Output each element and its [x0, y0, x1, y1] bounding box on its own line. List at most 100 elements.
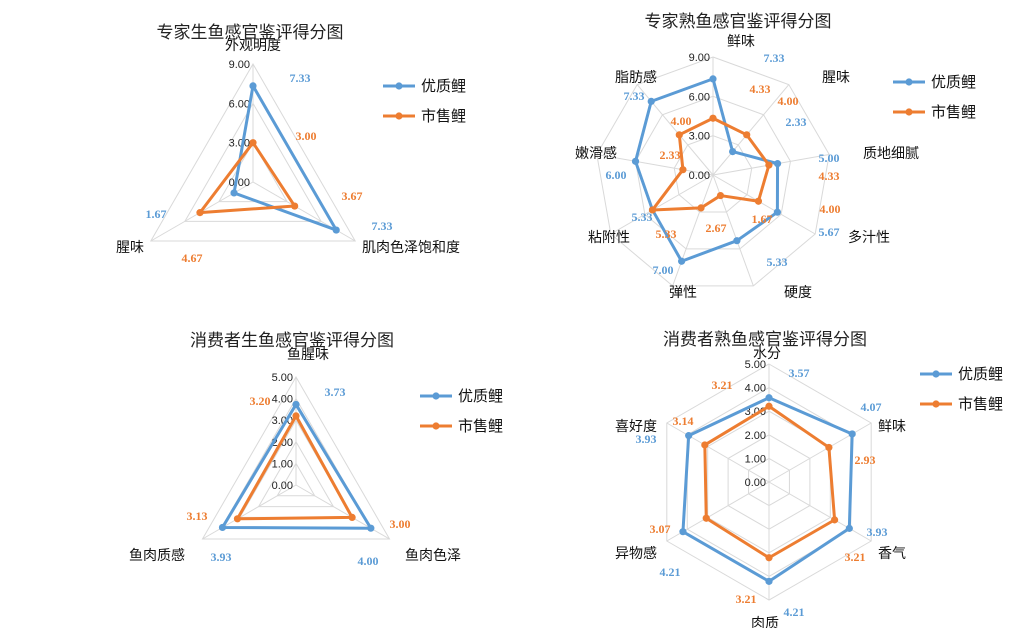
tick-label: 0.00: [229, 177, 250, 189]
axis-label: 鲜味: [727, 34, 755, 50]
data-point: [233, 515, 242, 523]
data-label: 3.73: [325, 385, 346, 399]
data-label: 2.93: [855, 453, 876, 467]
chart-title: 消费者生鱼感官鉴评得分图: [190, 331, 394, 350]
tick-label: 3.00: [229, 138, 250, 150]
data-point: [709, 114, 717, 122]
data-point: [743, 131, 751, 139]
data-label: 4.00: [778, 94, 799, 108]
data-point: [701, 441, 709, 449]
data-point: [196, 209, 204, 217]
data-label: 4.00: [671, 114, 692, 128]
data-label: 4.67: [182, 251, 203, 265]
data-label: 1.67: [752, 212, 773, 226]
data-label: 6.00: [606, 168, 627, 182]
radar-chart-1: 0.003.006.009.00外观明度肌肉色泽饱和度腥味7.337.331.6…: [116, 23, 466, 265]
data-point: [249, 139, 257, 147]
axis-spoke: [202, 484, 297, 540]
legend-label: 优质鲤: [931, 74, 976, 91]
axis-label: 脂肪感: [615, 69, 657, 86]
data-label: 5.00: [819, 151, 840, 165]
data-point: [825, 443, 833, 452]
data-point: [773, 160, 782, 168]
chart-title: 专家熟鱼感官鉴评得分图: [645, 11, 832, 31]
data-point: [845, 524, 853, 532]
data-label: 3.67: [342, 189, 363, 203]
data-point: [367, 524, 375, 532]
axis-spoke: [672, 174, 714, 287]
data-point: [647, 97, 655, 105]
data-point: [631, 157, 640, 165]
data-label: 3.93: [211, 550, 232, 564]
radar-chart-2: 0.003.006.009.00鲜味腥味质地细腻多汁性硬度弹性粘附性嫩滑感脂肪感…: [575, 11, 976, 301]
axis-label: 弹性: [669, 285, 697, 301]
series-line-market: [235, 414, 354, 521]
axis-spoke: [610, 174, 714, 235]
data-point: [831, 516, 839, 524]
legend-marker: [395, 112, 403, 120]
axis-label: 多汁性: [848, 229, 890, 246]
data-point: [773, 208, 781, 216]
legend-label: 市售鲤: [931, 104, 976, 121]
grid-ring: [149, 63, 357, 242]
data-label: 4.00: [820, 202, 841, 216]
grid-ring: [596, 56, 830, 287]
data-label: 7.33: [624, 89, 645, 103]
data-label: 5.33: [767, 255, 788, 269]
data-label: 2.33: [786, 115, 807, 129]
data-point: [648, 206, 657, 214]
axis-label: 腥味: [822, 70, 850, 86]
data-point: [675, 131, 683, 139]
tick-label: 5.00: [272, 372, 293, 384]
tick-label: 6.00: [689, 91, 710, 103]
tick-label: 6.00: [229, 98, 250, 110]
data-point: [848, 430, 856, 438]
axis-label: 嫩滑感: [575, 145, 617, 162]
data-point: [702, 514, 710, 522]
data-label: 4.00: [358, 554, 379, 568]
axis-spoke: [295, 484, 390, 540]
data-point: [291, 202, 299, 210]
axis-label: 鱼肉质感: [129, 547, 185, 564]
data-label: 7.33: [372, 219, 393, 233]
axis-label: 肌肉色泽饱和度: [362, 239, 460, 256]
data-label: 3.21: [712, 378, 733, 392]
legend-marker: [905, 78, 913, 86]
data-label: 2.33: [660, 148, 681, 162]
data-point: [679, 166, 687, 174]
axis-label: 香气: [878, 546, 906, 562]
axis-label: 粘附性: [588, 230, 630, 246]
tick-label: 5.00: [745, 359, 766, 371]
data-label: 4.07: [861, 400, 882, 414]
data-point: [348, 513, 356, 522]
data-label: 3.93: [636, 432, 657, 446]
data-label: 5.67: [819, 225, 840, 239]
series-line-market: [198, 141, 297, 215]
tick-label: 0.00: [745, 477, 766, 489]
data-label: 5.33: [656, 227, 677, 241]
legend-label: 市售鲤: [458, 418, 503, 435]
data-point: [729, 147, 737, 156]
data-point: [765, 554, 773, 562]
grid-ring: [276, 462, 316, 497]
legend-marker: [432, 422, 440, 430]
tick-label: 2.00: [745, 430, 766, 442]
data-label: 5.33: [632, 210, 653, 224]
axis-label: 异物感: [615, 545, 657, 562]
axis-label: 硬度: [784, 285, 812, 301]
axis-label: 鲜味: [878, 419, 906, 435]
series-line-premium: [681, 396, 854, 583]
legend-label: 市售鲤: [421, 108, 466, 125]
data-point: [765, 577, 773, 585]
tick-label: 4.00: [272, 394, 293, 406]
grid-ring: [184, 102, 322, 222]
data-label: 4.33: [819, 169, 840, 183]
data-label: 3.21: [736, 592, 757, 606]
data-label: 3.57: [789, 366, 810, 380]
legend-marker: [395, 82, 403, 90]
axis-spoke: [712, 84, 790, 176]
data-label: 1.67: [146, 207, 167, 221]
